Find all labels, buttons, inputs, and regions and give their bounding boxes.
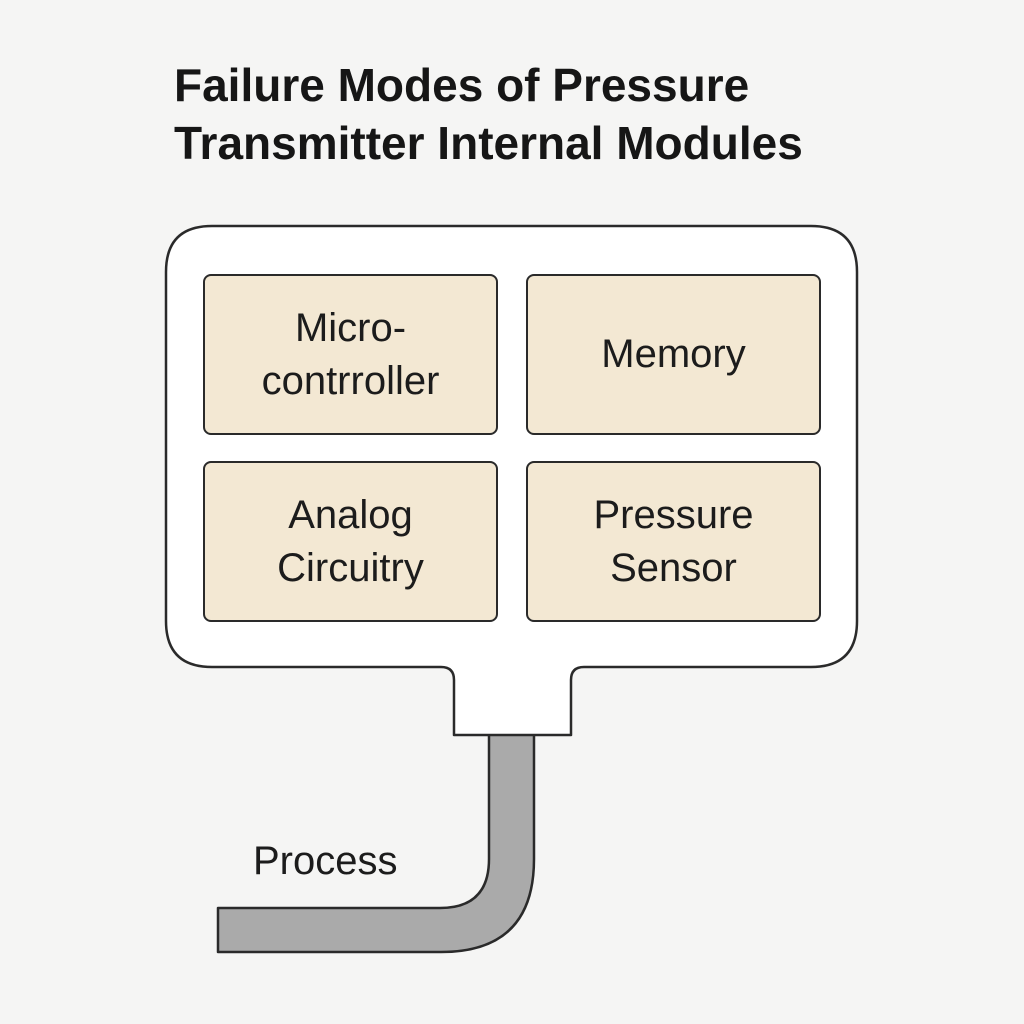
module-label-line: Sensor xyxy=(610,545,737,590)
title-line-1: Failure Modes of Pressure xyxy=(174,59,750,111)
module-pressure-sensor: Pressure Sensor xyxy=(526,461,821,622)
module-label-line: Circuitry xyxy=(277,545,424,590)
module-label-line: Pressure xyxy=(593,492,754,537)
module-label-line: Memory xyxy=(601,332,746,376)
module-label-line: Micro- xyxy=(294,305,407,350)
title-line-2: Transmitter Internal Modules xyxy=(174,117,803,169)
module-microcontroller: Micro- contrroller xyxy=(203,274,498,435)
module-memory: Memory xyxy=(526,274,821,435)
module-analog-circuitry: Analog Circuitry xyxy=(203,461,498,622)
process-pipe xyxy=(216,732,536,954)
module-label-line: contrroller xyxy=(261,358,440,403)
module-label-line: Analog xyxy=(288,492,413,537)
diagram-title: Failure Modes of Pressure Transmitter In… xyxy=(174,56,803,172)
process-label: Process xyxy=(253,839,398,883)
